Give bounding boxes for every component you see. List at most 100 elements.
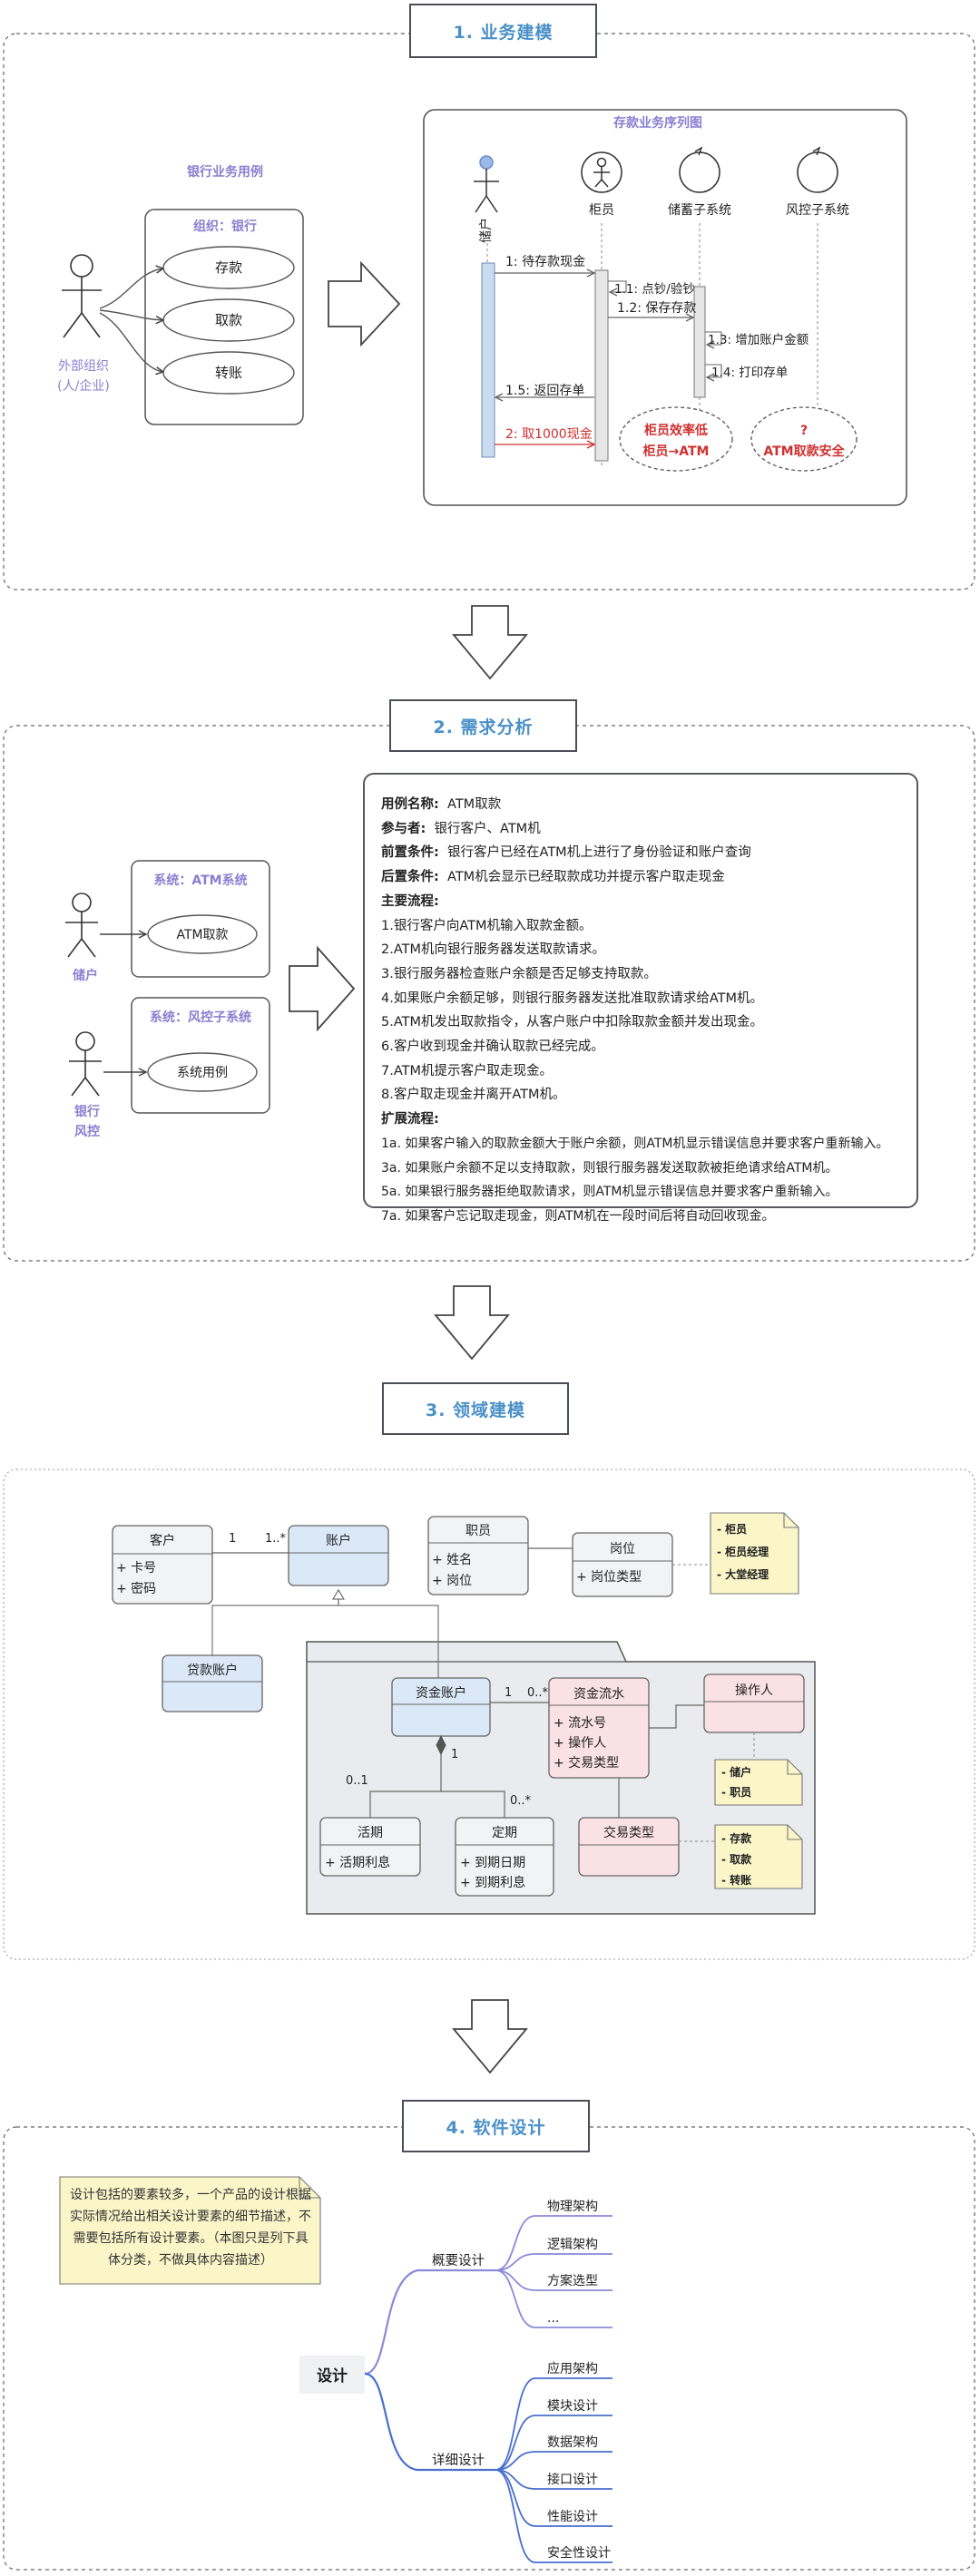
section-title-3: 3. 领域建模	[382, 1382, 569, 1435]
spec-main-2: 2.ATM机向银行服务器发送取款请求。	[381, 942, 605, 958]
lifeline-deposit-subsystem-label: 储蓄子系统	[668, 203, 731, 218]
msg-1-2: 1.2: 保存存款	[617, 301, 696, 316]
lifeline-depositor-label: 储户	[478, 218, 494, 243]
class-current-name: 活期	[358, 1826, 383, 1840]
sequence-title: 存款业务序列图	[613, 115, 702, 131]
class-fixed-attr-2: + 到期利息	[460, 1875, 525, 1890]
class-customer-attr-1: + 卡号	[116, 1561, 156, 1576]
lifeline-depositor-head	[474, 155, 499, 213]
mind-leaf-2-2: 模块设计	[547, 2399, 598, 2414]
usecase-diagram: 银行业务用例 组织：银行 存款 取款 转账 外部组织 (人/企业)	[57, 164, 304, 425]
spec-ext-2: 3a. 如果账户余额不足以支持取款，则银行服务器发送取款被拒绝请求给ATM机。	[381, 1160, 838, 1176]
usecase-atm-withdraw-label: ATM取款	[176, 928, 228, 942]
note-operator-1: - 储户	[721, 1765, 751, 1779]
system-risk-label: 系统：风控子系统	[150, 1010, 251, 1025]
composition-diamond	[436, 1734, 446, 1756]
class-customer-attr-2: + 密码	[116, 1581, 156, 1596]
usecase-deposit-label: 存款	[215, 259, 242, 276]
mind-leaf-1-2: 逻辑架构	[547, 2238, 598, 2252]
usecase-system-label: 系统用例	[177, 1066, 228, 1080]
design-note-line-1: 设计包括的要素较多，一个产品的设计根据	[70, 2188, 311, 2202]
mind-map: 设计 概要设计 详细设计 物理架构 逻辑架构 方案选型 ... 应用架构 模块设…	[299, 2200, 612, 2563]
mind-leaf-2-3: 数据架构	[547, 2435, 598, 2450]
class-fund-flow-attr-1: + 流水号	[554, 1716, 606, 1731]
spec-pre-row: 前置条件: 银行客户已经在ATM机上进行了身份验证和账户查询	[381, 841, 900, 865]
note-post	[710, 1512, 799, 1595]
spec-main-6: 6.客户收到现金并确认取款已经完成。	[381, 1039, 604, 1055]
class-fund-account-name: 资金账户	[416, 1685, 466, 1701]
class-loan-account	[162, 1654, 263, 1712]
usecase-title: 银行业务用例	[187, 164, 263, 180]
spec-main-5: 5.ATM机发出取款指令，从客户账户中扣除取款金额并发出现金。	[381, 1015, 763, 1030]
msg-1-3: 1.3: 增加账户金额	[708, 332, 809, 347]
system-usecase-diagram: 储户 银行 风控 系统：ATM系统 ATM取款 系统：风控子系统 系统用例	[65, 860, 270, 1139]
section-title-4-text: 4. 软件设计	[446, 2117, 546, 2138]
class-account	[288, 1525, 389, 1586]
actor-external-label-1: 外部组织	[58, 359, 109, 374]
spec-actor-key: 参与者:	[381, 821, 426, 836]
actor-depositor	[65, 893, 98, 958]
class-staff-name: 职员	[466, 1524, 491, 1538]
class-fixed-attr-1: + 到期日期	[460, 1856, 525, 1870]
mind-leaf-1-4: ...	[547, 2311, 559, 2326]
spec-main-4: 4.如果账户余额足够，则银行服务器发送批准取款请求给ATM机。	[381, 990, 763, 1006]
note-transaction-2: - 取款	[721, 1852, 752, 1866]
note-post-2: - 柜员经理	[717, 1545, 769, 1558]
org-bank-label: 组织：银行	[193, 219, 257, 234]
activation-deposit-sys	[693, 286, 706, 398]
design-note-line-3: 需要包括所有设计要素。（本图只是列下具	[73, 2231, 309, 2246]
spec-ext-3: 5a. 如果银行服务器拒绝取款请求，则ATM机显示错误信息并要求客户重新输入。	[381, 1185, 838, 1200]
class-account-name: 账户	[326, 1533, 351, 1548]
section-title-3-text: 3. 领域建模	[425, 1400, 526, 1420]
spec-pre-value: 银行客户已经在ATM机上进行了身份验证和账户查询	[447, 845, 751, 861]
section-title-2: 2. 需求分析	[389, 699, 577, 752]
class-staff-attr-2: + 岗位	[432, 1574, 472, 1588]
note-post-3: - 大堂经理	[717, 1567, 769, 1581]
lifeline-deposit-subsystem-head	[679, 146, 720, 193]
class-fund-flow-attr-2: + 操作人	[554, 1736, 606, 1751]
note-ellipse-teller-line-1: 柜员效率低	[644, 423, 708, 438]
activation-depositor	[481, 262, 495, 458]
class-staff	[427, 1516, 529, 1595]
design-note	[59, 2176, 321, 2285]
class-post-name: 岗位	[610, 1542, 635, 1556]
mind-leaf-2-1: 应用架构	[547, 2361, 598, 2376]
note-transaction	[714, 1824, 803, 1889]
mind-leaf-2-5: 性能设计	[547, 2510, 598, 2524]
block-arrow-right-2	[289, 945, 356, 1032]
msg-1-5: 1.5: 返回存单	[505, 384, 584, 398]
mult-current: 0..1	[346, 1774, 368, 1788]
class-operator-name: 操作人	[735, 1683, 773, 1698]
class-fund-flow-attr-3: + 交易类型	[554, 1755, 619, 1771]
msg-1-4: 1.4: 打印存单	[711, 365, 788, 380]
actor-bank-risk-label-1: 银行	[74, 1104, 100, 1119]
mult-fund: 1	[505, 1686, 512, 1700]
section-title-1: 1. 业务建模	[409, 4, 597, 58]
usecase-spec-panel: 用例名称: ATM取款 参与者: 银行客户、ATM机 前置条件: 银行客户已经在…	[363, 773, 918, 1224]
system-atm-label: 系统：ATM系统	[153, 873, 247, 888]
note-ellipse-atm-line-1: ?	[800, 424, 808, 438]
note-operator-2: - 职员	[721, 1786, 751, 1799]
spec-main-heading: 主要流程:	[381, 893, 439, 909]
actor-external-org	[62, 254, 102, 338]
spec-actor-value: 银行客户、ATM机	[434, 821, 541, 836]
usecase-system	[147, 1052, 258, 1092]
design-note-text: 设计包括的要素较多，一个产品的设计根据 实际情况给出相关设计要素的细节描述，不 …	[62, 2184, 319, 2271]
spec-post-value: ATM机会显示已经取款成功并提示客户取走现金	[447, 870, 725, 885]
note-operator	[714, 1759, 803, 1806]
spec-ext-4: 7a. 如果客户忘记取走现金，则ATM机在一段时间后将自动回收现金。	[381, 1208, 775, 1224]
lifeline-teller-label: 柜员	[589, 203, 614, 218]
spec-post-key: 后置条件:	[381, 870, 439, 885]
mind-leaf-2-6: 安全性设计	[547, 2545, 611, 2561]
mult-account: 1..*	[265, 1532, 287, 1546]
msg-2: 2: 取1000现金	[505, 427, 593, 442]
spec-name-value: ATM取款	[447, 797, 502, 812]
domain-model: 客户 + 卡号 + 密码 账户 1 1..* 职员 + 姓名 + 岗位 岗位 +…	[112, 1512, 816, 1915]
class-fund-flow-name: 资金流水	[573, 1687, 624, 1702]
sequence-frame	[423, 109, 907, 506]
actor-depositor-label: 储户	[72, 968, 98, 983]
section-title-4: 4. 软件设计	[402, 2100, 590, 2152]
block-arrow-right-1	[328, 260, 401, 347]
activation-teller	[594, 269, 609, 462]
